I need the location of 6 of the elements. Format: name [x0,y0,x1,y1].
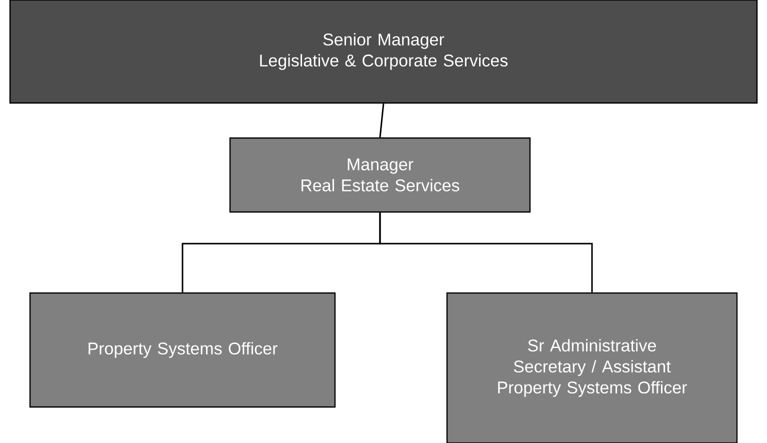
connector-line [379,212,593,292]
org-box: Senior Manager Legislative & Corporate Services [9,0,758,104]
org-box: Property Systems Officer [29,292,336,408]
connector-line [379,104,384,138]
org-box: Manager Real Estate Services [229,137,531,213]
org-box: Sr Administrative Secretary / Assistant Property Systems Officer [446,292,738,443]
